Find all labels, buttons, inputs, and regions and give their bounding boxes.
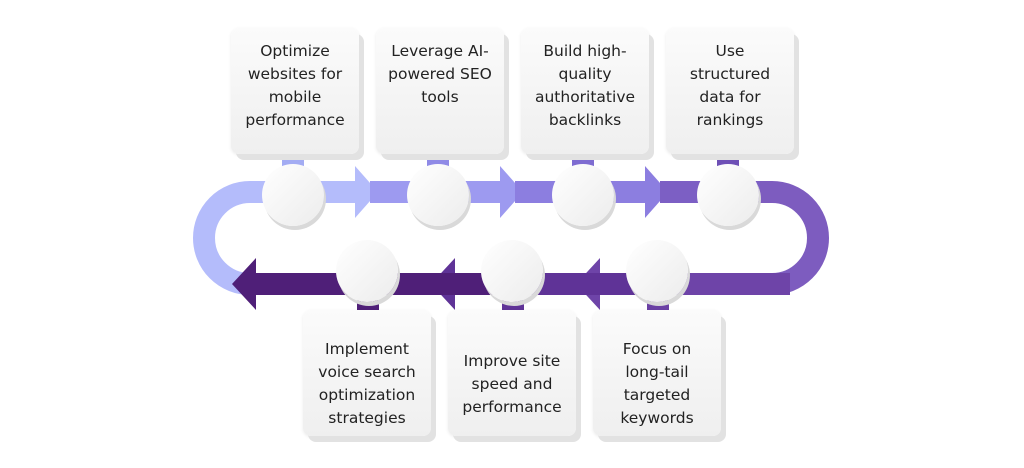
- step-card-site-speed: Improve site speed and performance: [448, 310, 576, 436]
- step-card-ai-seo-tools: Leverage AI- powered SEO tools: [376, 28, 504, 154]
- left-arc-connector: [193, 181, 268, 295]
- node-circle-6: [481, 240, 543, 302]
- step-label: Optimize websites for mobile performance: [245, 42, 345, 129]
- right-arc-connector: [755, 181, 829, 295]
- step-card-mobile-optimization: Optimize websites for mobile performance: [231, 28, 359, 154]
- step-label: Use structured data for rankings: [689, 42, 771, 129]
- node-circle-4: [697, 164, 759, 226]
- node-circle-7: [626, 240, 688, 302]
- node-circle-2: [407, 164, 469, 226]
- top-arrow-1: [295, 166, 378, 218]
- step-label: Focus on long-tail targeted keywords: [620, 340, 694, 427]
- step-label: Leverage AI- powered SEO tools: [388, 42, 492, 106]
- step-card-structured-data: Use structured data for rankings: [666, 28, 794, 154]
- step-label: Build high- quality authoritative backli…: [534, 42, 636, 129]
- step-card-long-tail-keywords: Focus on long-tail targeted keywords: [593, 310, 721, 436]
- step-label: Implement voice search optimization stra…: [318, 340, 416, 427]
- step-label: Improve site speed and performance: [462, 351, 562, 416]
- node-circle-5: [336, 240, 398, 302]
- node-circle-1: [262, 164, 324, 226]
- step-card-voice-search: Implement voice search optimization stra…: [303, 310, 431, 436]
- node-circle-3: [552, 164, 614, 226]
- step-card-backlinks: Build high- quality authoritative backli…: [521, 28, 649, 154]
